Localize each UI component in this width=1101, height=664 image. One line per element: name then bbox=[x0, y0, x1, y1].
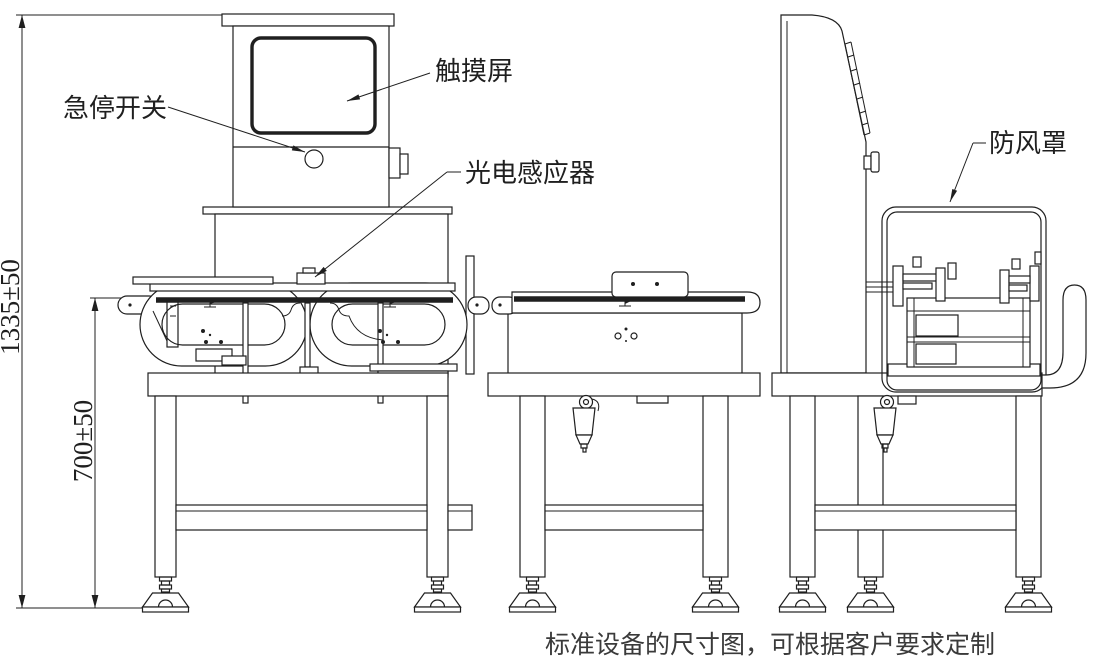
leveling-foot bbox=[1004, 576, 1053, 613]
front-view bbox=[117, 13, 475, 613]
conveyor-end-view bbox=[866, 251, 1042, 368]
pneumatic-filter-unit bbox=[572, 394, 600, 453]
emergency-stop-button bbox=[304, 149, 324, 169]
leveling-foot bbox=[778, 576, 827, 613]
side-connector bbox=[388, 147, 401, 179]
control-cabinet bbox=[221, 13, 409, 208]
top-junction-box bbox=[611, 271, 689, 298]
leveling-foot bbox=[846, 576, 895, 613]
callouts: 触摸屏 急停开关 光电感应器 防风罩 bbox=[63, 57, 1067, 278]
side-table bbox=[771, 372, 1053, 613]
front-table bbox=[141, 372, 473, 613]
weighing-conveyor bbox=[117, 267, 468, 404]
caption-text: 标准设备的尺寸图，可根据客户要求定制 bbox=[545, 631, 995, 659]
photoelectric-sensor-block bbox=[296, 267, 326, 285]
leveling-foot bbox=[508, 576, 557, 613]
label-photoelectric-sensor: 光电感应器 bbox=[465, 159, 595, 188]
side-view bbox=[771, 14, 1087, 613]
dimension-overall-height: 1335±50 bbox=[0, 259, 25, 355]
side-estop-knob bbox=[863, 155, 872, 170]
discharge-chute bbox=[1041, 284, 1087, 389]
dimension-lines: 1335±50 700±50 bbox=[0, 14, 222, 609]
anchor-symbol bbox=[384, 300, 396, 308]
windproof-cover-frame bbox=[881, 206, 1047, 393]
leveling-foot bbox=[413, 576, 462, 613]
middle-unit bbox=[467, 271, 761, 613]
touch-screen-edge bbox=[844, 43, 865, 136]
label-emergency-stop: 急停开关 bbox=[63, 94, 167, 123]
dimension-belt-height: 700±50 bbox=[68, 400, 98, 482]
pneumatic-filter-unit-side bbox=[873, 394, 917, 453]
belt-loop-right bbox=[309, 282, 468, 367]
anchor-symbol bbox=[619, 299, 631, 307]
leveling-foot bbox=[141, 576, 190, 613]
leveling-foot bbox=[691, 576, 740, 613]
anchor-symbol bbox=[204, 300, 216, 308]
label-windproof-cover: 防风罩 bbox=[989, 129, 1067, 158]
label-touch-screen: 触摸屏 bbox=[435, 57, 513, 86]
touch-screen-panel bbox=[250, 36, 377, 135]
side-cabinet-panel bbox=[780, 14, 880, 374]
